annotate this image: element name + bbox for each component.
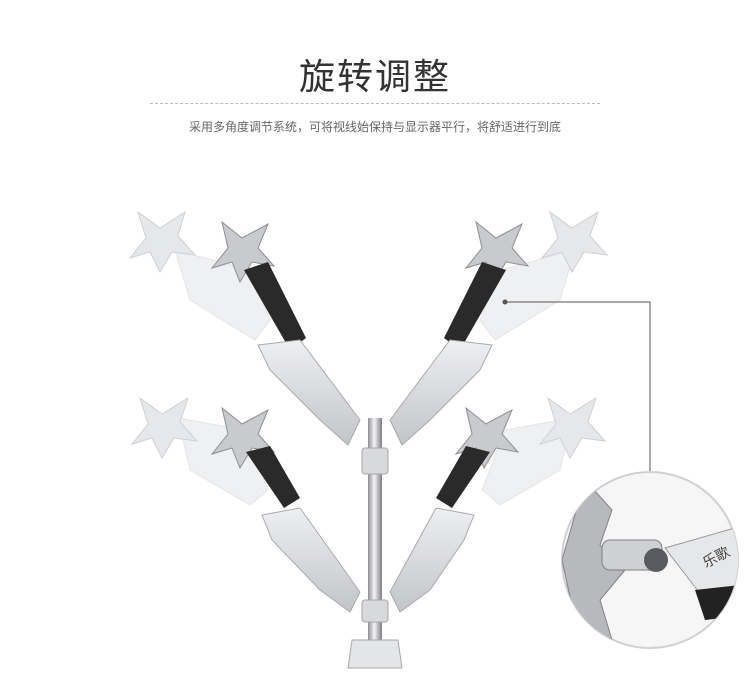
lower-arm-right: [389, 446, 490, 613]
vesa-plate: [210, 220, 530, 470]
pole-collar-upper: [361, 447, 389, 475]
page-subtitle: 采用多角度调节系统，可将视线始保持与显示器平行，将舒适进行到底: [188, 120, 561, 134]
title-divider: [150, 103, 600, 104]
lower-arm-left: [246, 446, 361, 613]
ghost-vesa-plate: [128, 210, 609, 460]
upper-arm-right: [389, 262, 506, 446]
desk-clamp: [347, 639, 403, 669]
detail-zoom-circle: 乐歌: [561, 471, 739, 649]
pole-collar-lower: [361, 599, 389, 623]
page-title: 旋转调整: [298, 57, 451, 98]
callout-line: [505, 301, 651, 472]
upper-arm-left: [244, 262, 361, 446]
